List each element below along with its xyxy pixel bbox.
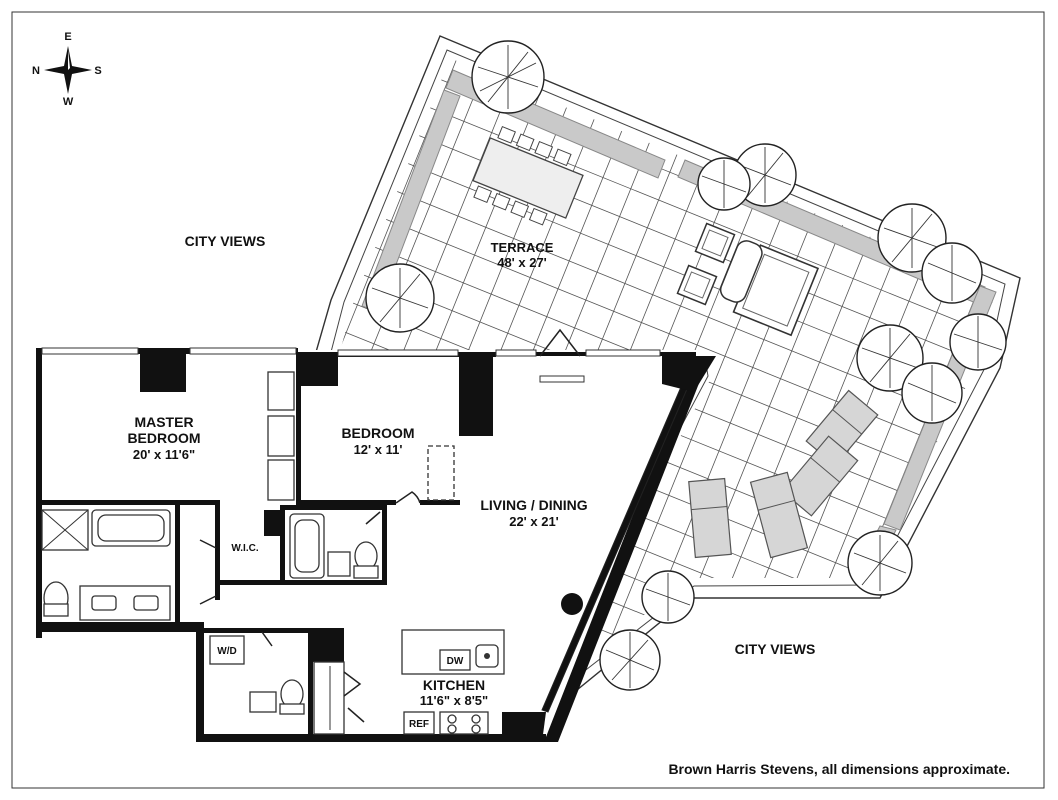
terrace-dim: 48' x 27' — [497, 255, 547, 270]
bedroom-dim: 12' x 11' — [354, 442, 403, 457]
wall-master-top — [38, 348, 298, 354]
wall-bath-divider — [175, 500, 180, 628]
master-bedroom-label-2: BEDROOM — [127, 430, 200, 446]
master-bedroom-label-1: MASTER — [134, 414, 193, 430]
door-swings — [199, 491, 421, 723]
ref-label: REF — [409, 719, 429, 730]
tree-icon — [641, 570, 695, 624]
master-bath — [41, 509, 171, 621]
wall-bottom-left — [36, 622, 196, 632]
wall-right-diag — [544, 362, 705, 742]
kitchen-pantry — [313, 661, 345, 735]
kitchen-label: KITCHEN — [423, 677, 485, 693]
terrace-door — [539, 328, 581, 357]
wall-master-right — [296, 352, 301, 502]
window — [337, 349, 459, 357]
city-views-right: CITY VIEWS — [735, 641, 816, 657]
tree-icon — [697, 157, 751, 211]
living-dining-label: LIVING / DINING — [480, 497, 587, 513]
terrace-lounge-set — [676, 222, 820, 337]
wall-kitchen-bottom — [196, 734, 546, 742]
column — [298, 354, 338, 386]
threshold — [539, 375, 585, 383]
wall-bedroom-bottom-2 — [420, 500, 460, 505]
wall-corridor — [220, 580, 385, 585]
wall-wic — [215, 500, 220, 600]
kitchen-range — [403, 711, 489, 735]
wall-lower-left — [196, 622, 204, 742]
terrace-dining-set — [472, 126, 584, 226]
tree-icon — [471, 40, 545, 114]
bedroom-label: BEDROOM — [341, 425, 414, 441]
wic-label: W.I.C. — [231, 543, 258, 554]
dw-label: DW — [447, 656, 464, 667]
window — [585, 349, 661, 357]
bedroom-closet — [427, 445, 455, 501]
compass-north: N — [32, 65, 40, 77]
tree-icon — [921, 242, 983, 304]
compass-south: S — [94, 65, 101, 77]
wall-bath2-top — [285, 505, 385, 510]
terrace-loungers — [688, 389, 879, 559]
living-dining-dim: 22' x 21' — [509, 514, 559, 529]
column — [502, 712, 546, 742]
column-small — [264, 510, 282, 536]
master-closet — [267, 371, 295, 501]
wall-bedroom-bottom — [296, 500, 396, 505]
wall-wic-right — [280, 505, 285, 585]
compass-west: W — [63, 96, 74, 108]
tree-icon — [901, 362, 963, 424]
second-bath — [289, 513, 379, 579]
tree-icon — [856, 324, 924, 392]
master-bedroom-dim: 20' x 11'6" — [133, 447, 195, 462]
wd-label: W/D — [217, 646, 236, 657]
wall-bath2-right — [382, 505, 387, 585]
column — [310, 632, 344, 662]
powder-room — [249, 679, 305, 715]
wall-corridor-lower — [204, 628, 344, 633]
column — [140, 354, 186, 392]
wall-left — [36, 348, 42, 638]
round-column — [561, 593, 583, 615]
terrace-label: TERRACE — [491, 240, 554, 255]
column — [459, 356, 493, 436]
tree-icon — [847, 530, 913, 596]
window — [495, 349, 537, 357]
window — [189, 347, 297, 355]
kitchen-dim: 11'6" x 8'5" — [420, 693, 488, 708]
tree-icon — [599, 629, 661, 691]
credit-line: Brown Harris Stevens, all dimensions app… — [668, 761, 1010, 777]
wall-master-bath-top — [38, 500, 218, 505]
interior: W/D W.I.C. DW REF — [36, 328, 716, 742]
kitchen-island — [401, 629, 505, 675]
tree-icon — [949, 313, 1007, 371]
city-views-left: CITY VIEWS — [185, 233, 266, 249]
terrace-trees — [365, 40, 1007, 691]
compass-east: E — [64, 31, 71, 43]
washer-dryer — [209, 635, 245, 665]
outer-frame — [11, 11, 1045, 789]
tree-icon — [365, 263, 435, 333]
window — [41, 347, 139, 355]
compass: E W N S — [32, 31, 102, 108]
column — [662, 356, 716, 392]
wall-bath3-right — [308, 628, 313, 738]
